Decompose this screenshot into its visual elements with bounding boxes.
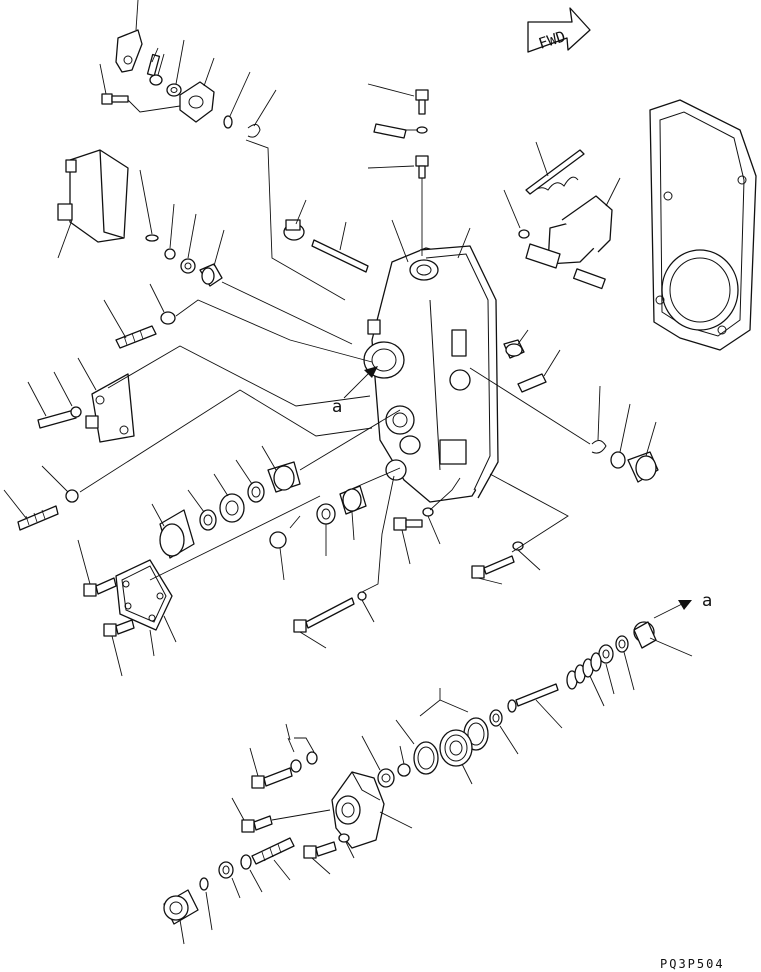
drawing-code: PQ3P504: [660, 957, 725, 971]
spring-linkage: [503, 141, 621, 290]
top-screws: [367, 83, 429, 256]
view-a-label-right: a: [702, 591, 712, 611]
stud-bolt-group: [3, 283, 373, 531]
long-bolt-right: [471, 473, 569, 585]
right-case-parts: [469, 329, 659, 483]
long-bolt-middle: [293, 475, 395, 649]
view-a-marker: a: [332, 366, 378, 417]
fwd-direction-arrow: FWD: [527, 7, 591, 53]
valve-body: [163, 723, 413, 945]
bracket-assembly: [57, 149, 129, 259]
view-a-marker-right: a: [653, 591, 712, 619]
middle-parts: [269, 467, 461, 581]
governor-case: [363, 219, 499, 503]
valve-stack: [361, 621, 693, 788]
small-cover-plate: [77, 495, 321, 677]
cover-plate: [649, 99, 757, 351]
view-a-label: a: [332, 397, 342, 417]
small-pin-parts: [139, 169, 353, 345]
case-shaft: [283, 199, 369, 273]
plug-seal-row: [151, 409, 401, 559]
lever-assembly: [99, 0, 346, 301]
